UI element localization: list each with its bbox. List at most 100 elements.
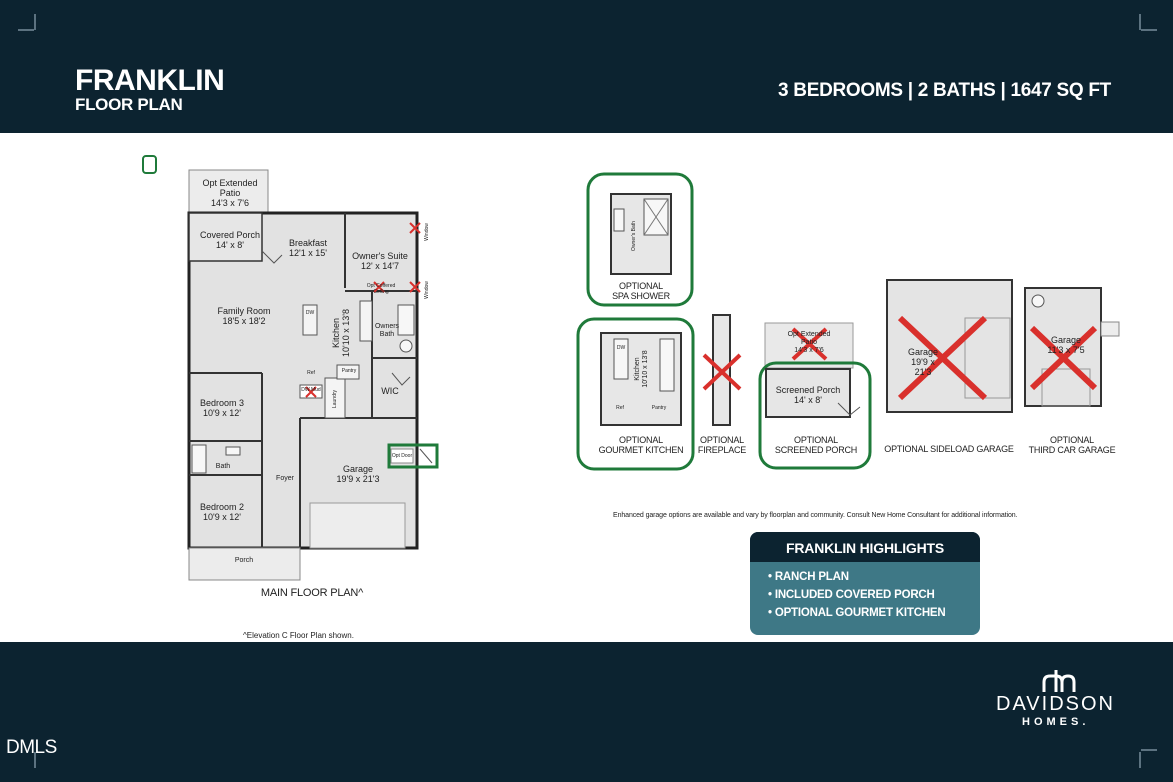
opt-owners-bath: Owner's Bath [631,221,637,251]
room-wic: WIC [381,386,399,396]
option-label-line2: FIREPLACE [697,445,747,455]
elevation-note: ^Elevation C Floor Plan shown. [243,631,354,640]
room-bedroom-2: Bedroom 2 10'9 x 12' [194,502,250,522]
option-label-line2: GOURMET KITCHEN [598,445,684,455]
room-kitchen: Kitchen 10'10 x 13'8 [331,303,351,363]
room-breakfast: Breakfast 12'1 x 15' [278,238,338,258]
room-owners-bath: Owners Bath [374,323,400,338]
room-window-1: Window [424,223,430,241]
room-size: 19'9 x 21'3 [336,474,380,484]
main-floor-plan-drawing [142,155,1120,581]
room-dw-mud: DW Mud [301,387,321,393]
option-spa-shower-label: OPTIONAL SPA SHOWER [596,281,686,301]
room-name: Garage [1050,335,1082,345]
crop-mark [18,29,34,31]
room-name: Kitchen [634,357,641,381]
room-foyer: Foyer [276,475,294,482]
plan-stats: 3 BEDROOMS | 2 BATHS | 1647 SQ FT [778,80,1111,101]
room-name: Bedroom 3 [199,398,245,408]
room-name: Kitchen [331,317,341,349]
floor-plan-sheet: Opt Extended Patio 14'3 x 7'6 Covered Po… [0,133,1173,642]
room-ref: Ref [307,370,315,376]
option-label-line1: OPTIONAL [619,435,663,445]
logo-text: DAVIDSON [996,693,1115,715]
crop-mark [34,752,36,768]
highlights-box: FRANKLIN HIGHLIGHTS • RANCH PLAN • INCLU… [750,532,980,635]
room-name: Family Room [217,306,271,316]
option-label-line2: SCREENED PORCH [774,445,858,455]
crop-mark [1141,749,1157,751]
room-opt-ceiling: Opt Coffered Ceiling [366,283,396,295]
room-family: Family Room 18'5 x 18'2 [210,306,278,326]
room-name: Bedroom 2 [199,502,245,512]
room-bedroom-3: Bedroom 3 10'9 x 12' [194,398,250,418]
room-name: Covered Porch [199,230,261,240]
disclaimer-text: Enhanced garage options are available an… [613,512,1018,519]
room-size: 10'9 x 12' [203,408,241,418]
opt-dw: DW [616,345,626,351]
crop-mark [1139,14,1141,30]
plan-subtitle: FLOOR PLAN [75,95,183,114]
highlight-item: • INCLUDED COVERED PORCH [768,589,935,601]
opt-pantry: Pantry [651,405,667,411]
opt-ref: Ref [616,405,624,411]
room-size: 14'3 x 7'6 [794,347,824,354]
highlights-title: FRANKLIN HIGHLIGHTS [750,532,980,562]
room-size: 10'9 x 12' [203,512,241,522]
room-dw: DW [305,310,315,316]
highlight-item: • OPTIONAL GOURMET KITCHEN [768,607,946,619]
opt-screened-porch: Screened Porch 14' x 8' [775,385,841,405]
highlight-item: • RANCH PLAN [768,571,849,583]
option-screened-porch-label: OPTIONAL SCREENED PORCH [768,435,864,455]
crop-mark [1139,752,1141,768]
option-third-car-garage-label: OPTIONAL THIRD CAR GARAGE [1024,435,1120,455]
option-label-line1: OPTIONAL [619,281,663,291]
davidson-logo-icon [1042,670,1076,692]
room-porch: Porch [234,557,254,564]
room-garage: Garage 19'9 x 21'3 [333,464,383,484]
room-owners-suite: Owner's Suite 12' x 14'7 [350,251,410,271]
room-name: Breakfast [288,238,328,248]
room-name: Opt Extended Patio [787,331,831,346]
footer-band [0,642,1173,782]
room-size: 14' x 8' [216,240,244,250]
logo-subtext: HOMES. [1022,716,1090,728]
room-size: 12' x 14'7 [361,261,399,271]
room-pantry: Pantry [341,368,357,374]
room-size: 18'5 x 18'2 [222,316,266,326]
room-size: 10'10 x 13'8 [341,309,351,357]
header-band: FRANKLIN FLOOR PLAN 3 BEDROOMS | 2 BATHS… [0,0,1173,133]
option-label-line1: OPTIONAL [1050,435,1094,445]
option-label-line2: THIRD CAR GARAGE [1028,445,1116,455]
dmls-watermark: DMLS [6,737,57,758]
room-window-2: Window [424,281,430,299]
option-label-line2: SPA SHOWER [612,291,670,301]
room-name: Garage [342,464,374,474]
room-name: Owner's Suite [352,251,408,261]
room-name: Opt Extended Patio [202,178,258,198]
main-floor-plan-label: MAIN FLOOR PLAN^ [260,587,364,599]
crop-mark [34,14,36,30]
opt-ext-patio: Opt Extended Patio 14'3 x 7'6 [779,331,839,355]
room-name: Screened Porch [775,385,841,395]
room-laundry: Laundry [332,389,338,409]
opt-garage-third: Garage 11'3 x 7'5 [1046,335,1086,355]
option-fireplace-label: OPTIONAL FIREPLACE [696,435,748,455]
option-label-line1: OPTIONAL [700,435,744,445]
room-bath: Bath [215,463,231,470]
room-name: Garage [907,347,939,357]
room-size: 14' x 8' [794,395,822,405]
option-label-line1: OPTIONAL [794,435,838,445]
room-size: 12'1 x 15' [289,248,327,258]
opt-garage-side: Garage 19'9 x 21'3 [905,347,941,377]
plan-title: FRANKLIN [75,64,225,97]
room-size: 11'3 x 7'5 [1047,345,1085,355]
room-covered-porch: Covered Porch 14' x 8' [194,230,266,250]
room-size: 10'10 x 13'8 [642,350,649,388]
option-sideload-garage-label: OPTIONAL SIDELOAD GARAGE [884,444,1014,454]
room-size: 14'3 x 7'6 [211,198,249,208]
room-opt-door: Opt Door [391,453,413,459]
room-ext-patio: Opt Extended Patio 14'3 x 7'6 [194,178,266,208]
room-size: 19'9 x 21'3 [911,357,935,377]
opt-kitchen: Kitchen 10'10 x 13'8 [634,344,650,394]
